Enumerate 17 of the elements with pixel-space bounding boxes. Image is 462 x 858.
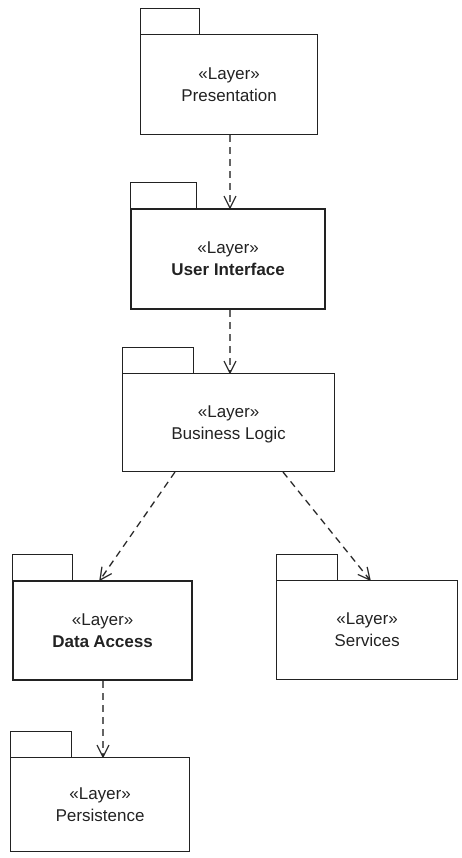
stereotype-label: «Layer» bbox=[69, 782, 131, 804]
dependency-arrow bbox=[99, 472, 176, 581]
stereotype-label: «Layer» bbox=[198, 62, 260, 84]
stereotype-label: «Layer» bbox=[198, 400, 260, 422]
package-name: Presentation bbox=[181, 84, 277, 106]
dependency-arrow bbox=[223, 310, 237, 374]
dependency-arrow bbox=[282, 472, 371, 581]
package-name: Services bbox=[334, 630, 400, 652]
package-name: Business Logic bbox=[171, 422, 286, 444]
stereotype-label: «Layer» bbox=[336, 608, 398, 630]
package-name: User Interface bbox=[171, 259, 285, 281]
package-name: Persistence bbox=[56, 804, 144, 826]
package-name: Data Access bbox=[52, 630, 153, 652]
dependency-arrow bbox=[96, 681, 110, 758]
stereotype-label: «Layer» bbox=[197, 237, 259, 259]
stereotype-label: «Layer» bbox=[72, 608, 134, 630]
dependency-arrow bbox=[223, 135, 237, 209]
